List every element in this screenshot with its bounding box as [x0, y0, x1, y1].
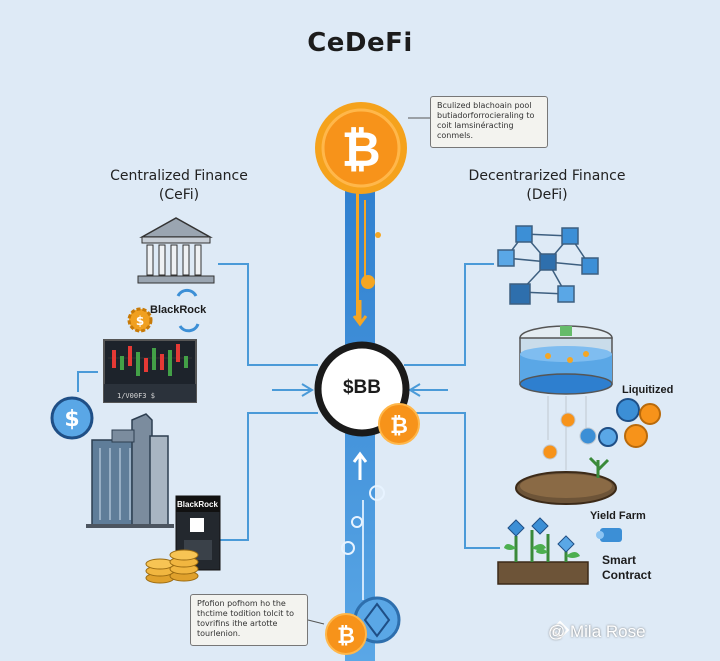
- bitcoin-hub-icon: ₿: [378, 403, 420, 445]
- bitcoin-top-icon: ₿: [315, 102, 407, 194]
- defi-title: Decentrarized Finance (DeFi): [468, 168, 626, 203]
- liquidity-label: Liquitized: [622, 384, 674, 396]
- cefi-title: Centralized Finance (CeFi): [110, 168, 248, 203]
- page-title: CeDeFi: [307, 28, 413, 58]
- top-note-box: Bculized blachoain pool butiadorforrocie…: [430, 96, 548, 148]
- dollar-bubble-icon: [341, 541, 355, 555]
- bottom-note-box: Pfofion pofhom ho the thctime todition t…: [190, 594, 308, 646]
- gold-coin-stack-icon: [145, 549, 199, 584]
- svg-text:$: $: [64, 407, 79, 432]
- blackrock-sign-label: BlackRock: [177, 500, 218, 509]
- svg-text:$: $: [136, 314, 144, 328]
- blackrock-logo-icon: [176, 288, 200, 333]
- dollar-bubble-icon: [351, 516, 363, 528]
- smart-contract-farm-icon: [497, 517, 589, 585]
- yield-farm-label: Yield Farm: [590, 510, 646, 522]
- contract-scroll-icon: [596, 528, 622, 542]
- crypto-coins-icon: [598, 398, 661, 448]
- svg-text:₿: ₿: [390, 414, 408, 439]
- hub-label: $BB: [342, 377, 381, 398]
- watermark-text: @ Mila Rose: [548, 622, 646, 641]
- ticker-readout: 1/V00F3 $: [117, 392, 155, 400]
- dollar-bubble-icon: [369, 485, 385, 501]
- watermark-logo-icon: [550, 620, 570, 640]
- gear-coin-icon: $: [127, 307, 153, 333]
- trading-monitor-icon: [103, 339, 197, 403]
- svg-text:₿: ₿: [337, 624, 355, 649]
- yield-farm-icon: [515, 456, 617, 505]
- dollar-coin-icon: $: [50, 396, 94, 440]
- svg-text:₿: ₿: [341, 122, 380, 178]
- blackrock-label: BlackRock: [150, 304, 207, 316]
- bitcoin-bottom-icon: ₿: [325, 596, 401, 655]
- bank-icon: [137, 217, 215, 284]
- smart-contract-label: Smart Contract: [602, 553, 652, 582]
- skyscrapers-icon: [86, 413, 174, 528]
- blockchain-network-icon: [497, 225, 599, 305]
- connector-lines: [77, 263, 500, 549]
- liquidity-pool-icon: [519, 325, 613, 395]
